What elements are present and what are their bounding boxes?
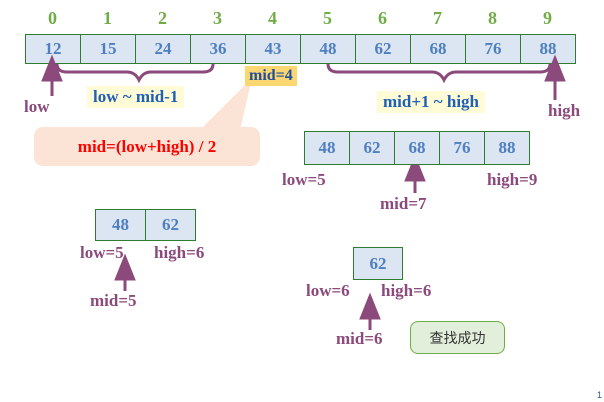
- subarray-step2: 48 62 68 76 88: [304, 131, 530, 165]
- callout-tail: [200, 78, 252, 130]
- array-cell: 62: [353, 247, 403, 280]
- subarray-step4: 62: [353, 247, 403, 280]
- array-cell: 48: [304, 131, 350, 165]
- subarray-step3: 48 62: [95, 209, 196, 241]
- array-cell: 62: [355, 34, 411, 64]
- array-cell: 62: [349, 131, 395, 165]
- array-cell: 68: [410, 34, 466, 64]
- index-label: 3: [213, 8, 222, 28]
- high-label: high: [548, 101, 581, 120]
- array-cell: 88: [484, 131, 530, 165]
- index-label: 9: [543, 8, 552, 28]
- index-label: 4: [268, 8, 277, 28]
- array-cell: 48: [300, 34, 356, 64]
- array-cell: 48: [95, 209, 146, 241]
- index-label: 6: [378, 8, 387, 28]
- step2-low-label: low=5: [282, 170, 326, 189]
- step3-low-label: low=5: [80, 243, 124, 262]
- array-cell: 36: [190, 34, 246, 64]
- array-cell: 43: [245, 34, 301, 64]
- low-label: low: [24, 97, 50, 116]
- right-range-label: mid+1 ~ high: [377, 91, 485, 113]
- step3-high-label: high=6: [154, 243, 205, 262]
- array-cell: 76: [439, 131, 485, 165]
- formula-callout: mid=(low+high) / 2: [34, 127, 260, 166]
- step4-low-label: low=6: [306, 281, 350, 300]
- right-brace: [326, 63, 552, 84]
- left-range-label: low ~ mid-1: [87, 86, 185, 108]
- index-label: 7: [433, 8, 442, 28]
- index-label: 5: [323, 8, 332, 28]
- array-cell: 68: [394, 131, 440, 165]
- step2-high-label: high=9: [487, 170, 538, 189]
- step4-mid-label: mid=6: [336, 329, 383, 348]
- search-success-label: 查找成功: [410, 321, 505, 354]
- left-brace: [55, 63, 215, 84]
- index-label: 2: [158, 8, 167, 28]
- mid-label: mid=4: [245, 66, 297, 86]
- array-cell: 62: [145, 209, 196, 241]
- page-number: 1: [596, 390, 602, 400]
- index-label: 1: [103, 8, 112, 28]
- index-label: 0: [48, 8, 57, 28]
- step2-mid-label: mid=7: [380, 194, 427, 213]
- array-cell: 76: [465, 34, 521, 64]
- array-cell: 24: [135, 34, 191, 64]
- step3-mid-label: mid=5: [90, 291, 137, 310]
- step4-high-label: high=6: [381, 281, 432, 300]
- index-label: 8: [488, 8, 497, 28]
